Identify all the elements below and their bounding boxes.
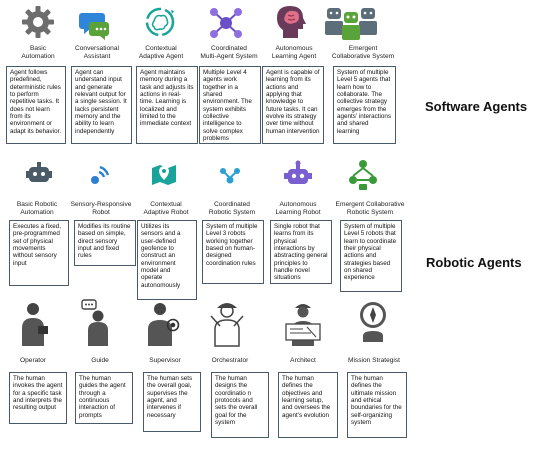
guide-icon (78, 298, 114, 348)
robotic-desc-3: Utilizes its sensors and a user-defined … (137, 220, 197, 300)
software-label-2: Conversational Assistant (75, 45, 119, 60)
gear-icon (20, 4, 56, 40)
software-label-4: Coordinated Multi-Agent System (200, 45, 258, 60)
human-label-2: Guide (91, 357, 109, 364)
software-label-5: Autonomous Learning Agent (271, 45, 317, 60)
software-desc-3: Agent maintains memory during a task and… (136, 66, 198, 144)
human-desc-3: The human sets the overall goal, supervi… (143, 372, 201, 432)
adaptive-cycle-icon (143, 4, 177, 40)
signal-sensor-icon (87, 162, 113, 188)
robotic-label-1: Basic Robotic Automation (16, 201, 58, 216)
robotic-label-3: Contextual Adaptive Robot (143, 201, 189, 216)
human-desc-1: The human invokes the agent for a specif… (9, 372, 67, 424)
software-desc-5: Agent is capable of learning from its ac… (262, 66, 324, 144)
human-desc-6: The human defines the ultimate mission a… (347, 372, 407, 438)
operator-icon (16, 300, 50, 348)
human-label-5: Architect (290, 357, 316, 364)
network-icon (208, 6, 244, 40)
robotic-label-6: Emergent Collaborative Robotic System (335, 201, 405, 216)
learning-robot-icon (283, 160, 313, 190)
robotic-label-4: Coordinated Robotic System (208, 201, 256, 216)
supervisor-icon (142, 300, 182, 348)
robotic-desc-6: System of multiple Level 5 robots that l… (340, 220, 402, 292)
software-desc-6: System of multiple Level 5 agents that l… (333, 66, 396, 144)
compass-strategist-icon (357, 300, 389, 344)
software-desc-4: Multiple Level 4 agents work together in… (199, 66, 261, 144)
software-desc-2: Agent can understand input and generate … (71, 66, 132, 144)
nodes-link-icon (218, 166, 242, 186)
map-pin-icon (150, 162, 178, 188)
collaborative-robots-icon (347, 158, 379, 192)
human-desc-5: The human defines the objectives and lea… (278, 372, 338, 438)
robotic-desc-1: Executes a fixed, pre-programmed set of … (9, 220, 69, 286)
software-label-1: Basic Automation (21, 45, 55, 60)
chat-bubble-icon (78, 8, 112, 42)
robotic-label-5: Autonomous Learning Robot (275, 201, 321, 216)
software-label-3: Contextual Adaptive Agent (138, 45, 184, 60)
human-desc-2: The human guides the agent through a con… (75, 372, 133, 424)
orchestrator-icon (208, 298, 246, 348)
software-label-6: Emergent Collaborative System (331, 45, 395, 60)
robot-head-icon (25, 160, 53, 188)
human-label-3: Supervisor (149, 357, 181, 364)
software-desc-1: Agent follows predefined, deterministic … (6, 66, 66, 144)
human-label-1: Operator (19, 357, 47, 364)
software-agents-title: Software Agents (425, 99, 528, 114)
architect-icon (283, 300, 323, 348)
human-label-4: Orchestrator (211, 357, 249, 364)
robotic-desc-5: Single robot that learns from its physic… (270, 220, 332, 284)
brain-head-icon (275, 4, 307, 40)
robotic-agents-title: Robotic Agents (426, 255, 522, 270)
human-label-6: Mission Strategist (347, 357, 401, 364)
robotic-desc-2: Modifies its routine based on simple, di… (74, 220, 136, 266)
human-desc-4: The human designs the coordinatio n prot… (211, 372, 269, 438)
robots-group-icon (323, 2, 379, 42)
robotic-desc-4: System of multiple Level 3 robots workin… (202, 220, 264, 284)
robotic-label-2: Sensory-Responsive Robot (70, 201, 132, 216)
